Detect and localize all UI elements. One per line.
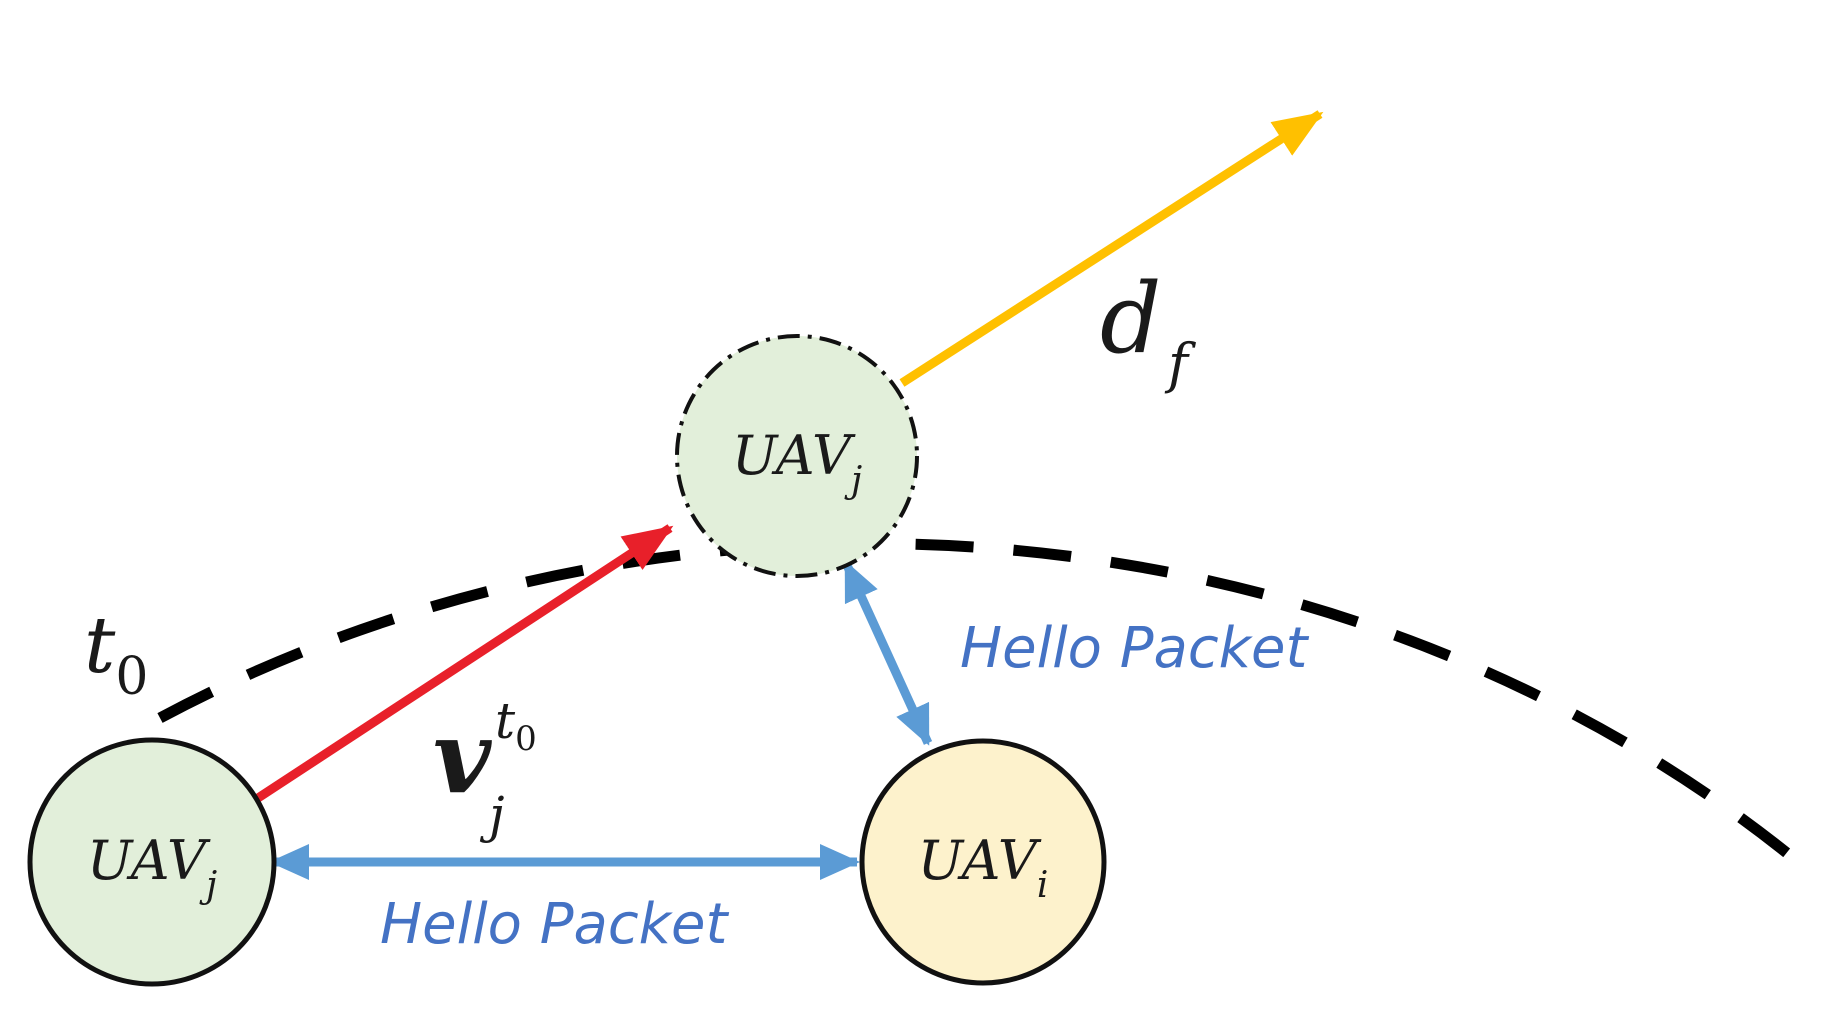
neighbor-node-sub: i (1037, 865, 1049, 906)
velocity-sup-sub: 0 (515, 719, 537, 759)
source-node-circle (27, 737, 277, 987)
hello-arrow-vertical (841, 560, 933, 746)
range-arrow (899, 110, 1324, 387)
velocity-label-sup: t0 (495, 692, 537, 759)
t0-base: t (84, 601, 116, 691)
neighbor-node-label: UAVi (918, 829, 1049, 906)
t0-sub: 0 (115, 647, 148, 707)
velocity-arrow (252, 524, 674, 804)
velocity-sup-base: t (495, 692, 516, 750)
source-node-base: UAV (87, 829, 211, 892)
hello-label-vertical: Hello Packet (960, 616, 1310, 681)
communication-range-arc (157, 538, 1802, 867)
t0-label: t0 (84, 601, 148, 707)
neighbor-node-base: UAV (918, 829, 1042, 892)
distance-label-base: d (1100, 263, 1161, 375)
predicted-node-label: UAVj (732, 424, 862, 501)
distance-label-sub: f (1164, 332, 1196, 395)
neighbor-node-circle (859, 738, 1107, 986)
predicted-node-circle (675, 334, 919, 578)
velocity-label-base: v (433, 698, 492, 816)
predicted-node-base: UAV (732, 424, 856, 487)
hello-label-horizontal: Hello Packet (380, 892, 730, 957)
source-node-label: UAVj (87, 829, 217, 906)
